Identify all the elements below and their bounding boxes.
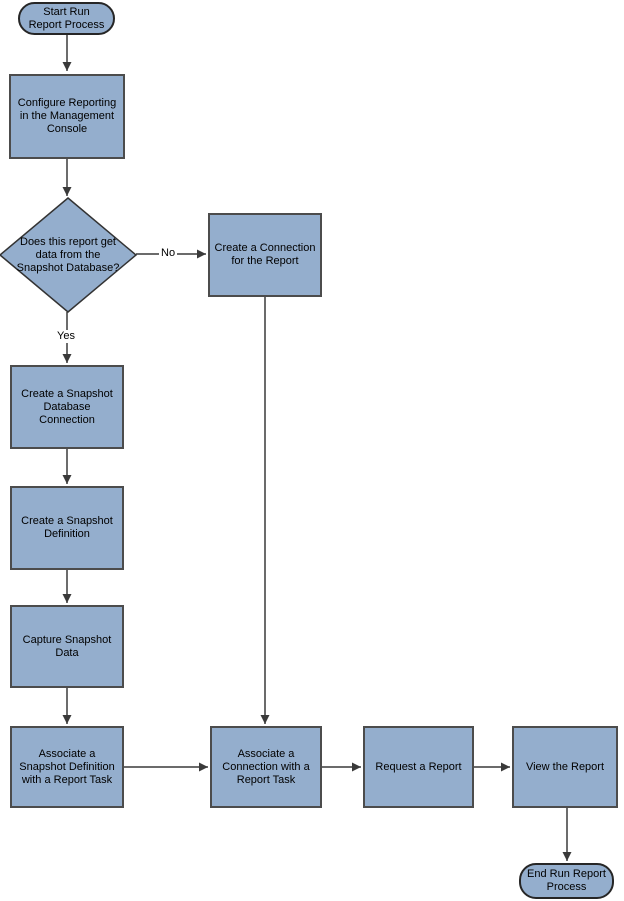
edge-label-yes: Yes [55, 330, 77, 343]
node-end-terminator: End Run Report Process [519, 863, 614, 899]
node-configure-reporting: Configure Reporting in the Management Co… [9, 74, 125, 159]
node-create-snapshot-db-connection: Create a Snapshot Database Connection [10, 365, 124, 449]
node-decision-snapshot-database: Does this report get data from the Snaps… [16, 235, 120, 274]
node-view-report: View the Report [512, 726, 618, 808]
decision-diamond-shape [0, 197, 138, 313]
node-create-connection: Create a Connection for the Report [208, 213, 322, 297]
node-associate-snapshot-definition: Associate a Snapshot Definition with a R… [10, 726, 124, 808]
edge-label-no: No [159, 247, 178, 260]
node-capture-snapshot-data: Capture Snapshot Data [10, 605, 124, 688]
node-start-terminator: Start Run Report Process [18, 2, 115, 35]
node-request-report: Request a Report [363, 726, 474, 808]
node-create-snapshot-definition: Create a Snapshot Definition [10, 486, 124, 570]
node-associate-connection: Associate a Connection with a Report Tas… [210, 726, 322, 808]
